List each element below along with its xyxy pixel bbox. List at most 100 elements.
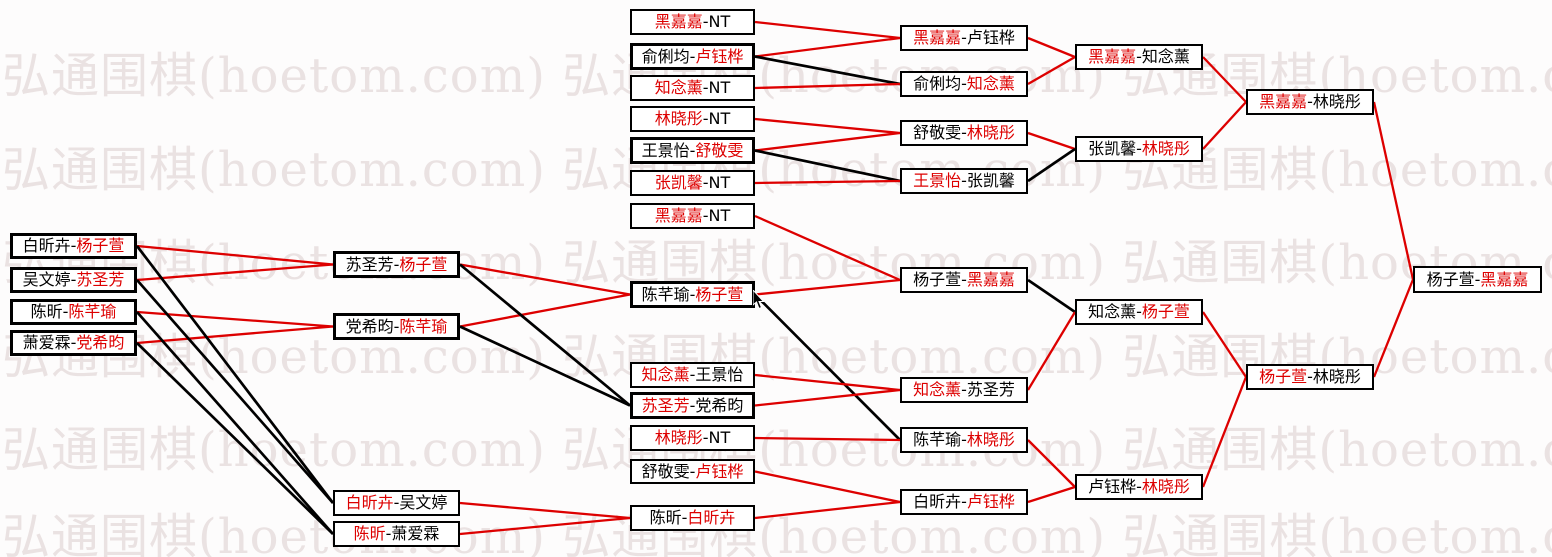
bracket-line-red-F1-G1 (1372, 101, 1415, 280)
player-name: 陈芊瑜 (68, 302, 117, 321)
bracket-line-black-A2-B3 (135, 279, 335, 504)
match-box-D1: 黑嘉嘉-卢钰桦 (900, 25, 1028, 51)
player-name: -萧爱霖 (385, 524, 440, 543)
player-name: 知念薰 (913, 380, 962, 399)
player-name: 舒敬雯- (913, 123, 967, 142)
bracket-line-red-C7-D5 (754, 214, 901, 282)
match-box-D4: 王景怡-张凯馨 (900, 168, 1028, 194)
bracket-line-red-E2-F1 (1202, 101, 1247, 150)
player-name: 苏圣芳- (345, 254, 400, 274)
match-box-E3: 知念薰-杨子萱 (1075, 299, 1203, 325)
player-name: 俞俐均- (913, 74, 967, 93)
bracket-line-red-F2-G1 (1372, 279, 1415, 378)
player-name: 知念薰 (641, 365, 690, 384)
player-name: 俞俐均- (641, 46, 696, 66)
player-name: 知念薰 (966, 74, 1015, 93)
bracket-line-black-A4-B4 (136, 342, 334, 535)
player-name: 卢钰桦 (695, 461, 744, 481)
player-name: 白昕卉 (345, 493, 394, 512)
player-name: 黑嘉嘉 (1259, 92, 1308, 111)
player-name: 黑嘉嘉 (1480, 269, 1529, 289)
player-name: 白昕卉- (22, 236, 77, 255)
player-name: 卢钰桦- (1088, 477, 1142, 496)
match-box-A3: 陈昕-陈芊瑜 (10, 299, 137, 325)
player-name: 卢钰桦 (695, 46, 744, 66)
player-name: 吴文婷- (22, 270, 77, 289)
match-box-B4: 陈昕-萧爱霖 (333, 521, 460, 547)
bracket-line-red-C1-D1 (754, 20, 901, 40)
player-name: -卢钰桦 (961, 28, 1015, 47)
bracket-line-red-C2-D1 (754, 36, 901, 58)
player-name: 白昕卉- (913, 492, 967, 511)
match-box-C4: 林晓彤-NT (630, 106, 755, 132)
player-name: -NT (702, 206, 731, 225)
player-name: -NT (702, 173, 731, 192)
player-name: 王景怡 (913, 171, 962, 190)
player-name: 林晓彤 (1141, 477, 1190, 496)
player-name: -张凯馨 (961, 171, 1015, 190)
bracket-line-red-B2-C8 (459, 293, 631, 328)
bracket-line-red-D2-E1 (1027, 56, 1076, 85)
player-name: -知念薰 (1136, 47, 1190, 66)
player-name: 陈芊瑜 (399, 316, 448, 336)
match-box-C5: 王景怡-舒敬雯 (630, 137, 755, 164)
player-name: 张凯馨 (654, 173, 703, 192)
player-name: 林晓彤 (654, 428, 703, 447)
bracket-line-red-E3-F2 (1202, 311, 1247, 378)
match-box-C8: 陈芊瑜-杨子萱 (630, 281, 755, 308)
match-box-B1: 苏圣芳-杨子萱 (333, 251, 460, 278)
match-box-C1: 黑嘉嘉-NT (630, 9, 755, 35)
bracket-line-red-C12-D8 (754, 470, 901, 504)
match-box-B3: 白昕卉-吴文婷 (333, 490, 460, 516)
match-box-D6: 知念薰-苏圣芳 (900, 377, 1028, 403)
bracket-line-black-C8-D7 (754, 293, 901, 441)
match-box-E1: 黑嘉嘉-知念薰 (1075, 44, 1203, 70)
bracket-line-red-E4-F2 (1201, 376, 1248, 488)
match-box-E2: 张凯馨-林晓彤 (1075, 136, 1203, 162)
player-name: -NT (702, 109, 731, 128)
match-box-C2: 俞俐均-卢钰桦 (630, 43, 755, 70)
player-name: 杨子萱 (76, 236, 125, 255)
match-box-C13: 陈昕-白昕卉 (630, 505, 755, 531)
match-box-C7: 黑嘉嘉-NT (630, 203, 755, 229)
player-name: 林晓彤 (1141, 139, 1190, 158)
player-name: 杨子萱- (1426, 269, 1481, 289)
bracket-line-red-D1-E1 (1027, 36, 1076, 59)
bracket-line-red-C6-D4 (754, 179, 901, 185)
player-name: -NT (702, 428, 731, 447)
player-name: 黑嘉嘉 (654, 206, 703, 225)
match-box-B2: 党希昀-陈芊瑜 (333, 313, 460, 340)
bracket-line-red-E1-F1 (1202, 56, 1247, 103)
bracket-line-red-C9-D6 (754, 373, 901, 392)
player-name: -NT (702, 78, 731, 97)
player-name: 杨子萱 (695, 284, 744, 304)
player-name: 黑嘉嘉 (1088, 47, 1137, 66)
player-name: 林晓彤 (654, 109, 703, 128)
player-name: -党希昀 (689, 395, 744, 415)
player-name: -苏圣芳 (961, 380, 1015, 399)
bracket-line-red-D6-E3 (1027, 311, 1076, 391)
player-name: 黑嘉嘉 (654, 12, 703, 31)
player-name: -王景怡 (689, 365, 744, 384)
player-name: 陈昕- (649, 508, 688, 527)
player-name: 黑嘉嘉 (966, 270, 1015, 289)
match-box-E4: 卢钰桦-林晓彤 (1075, 474, 1203, 500)
player-name: 萧爱霖- (22, 333, 77, 352)
bracket-line-red-D3-E2 (1027, 131, 1076, 151)
player-name: -吴文婷 (393, 493, 448, 512)
bracket-line-red-C10-D6 (754, 388, 901, 407)
player-name: 白昕卉 (687, 508, 736, 527)
match-box-D3: 舒敬雯-林晓彤 (900, 120, 1028, 146)
player-name: 陈昕 (353, 524, 386, 543)
bracket-line-red-A3-B2 (136, 310, 334, 328)
bracket-line-red-D8-E4 (1027, 485, 1076, 504)
match-box-A1: 白昕卉-杨子萱 (10, 233, 137, 259)
match-box-A2: 吴文婷-苏圣芳 (10, 267, 137, 293)
player-name: 知念薰 (654, 78, 703, 97)
player-name: 卢钰桦 (966, 492, 1015, 511)
player-name: 杨子萱- (913, 270, 967, 289)
bracket-line-red-C8-D5 (754, 278, 901, 296)
player-name: 苏圣芳 (641, 395, 690, 415)
